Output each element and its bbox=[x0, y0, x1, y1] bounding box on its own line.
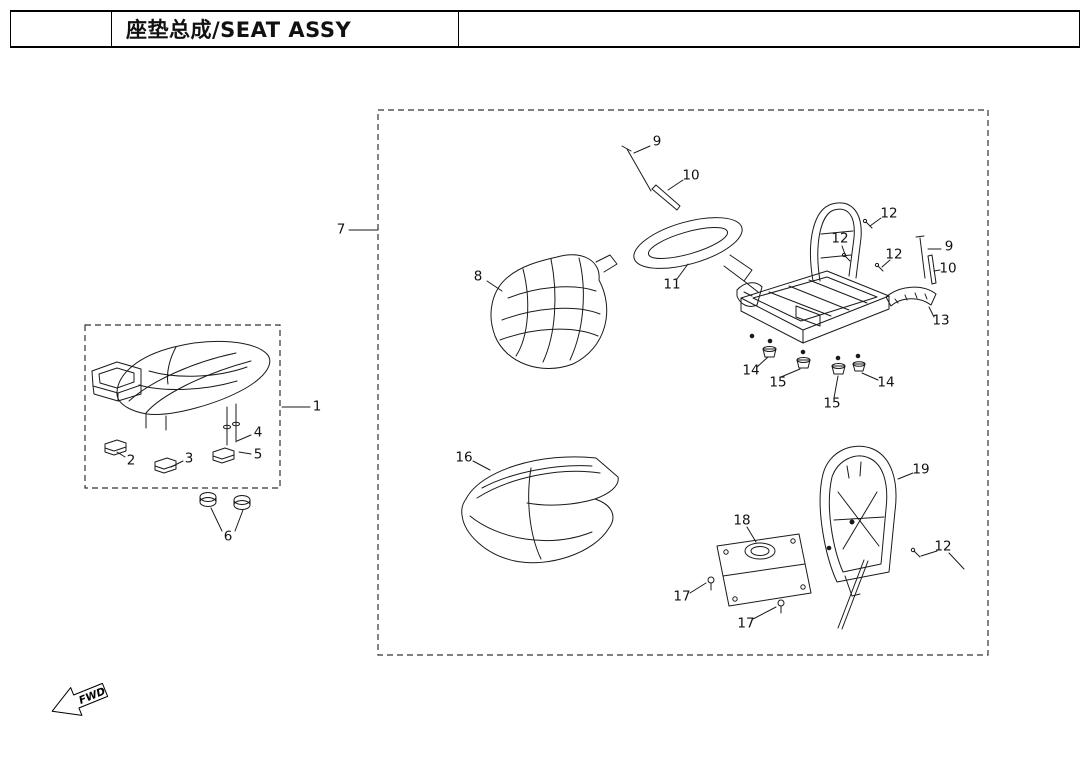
bracket-plate-drawing bbox=[716, 533, 812, 607]
bolt-drawing-right bbox=[915, 235, 937, 285]
callout-3: 3 bbox=[184, 450, 194, 467]
header-band: 座垫总成/SEAT ASSY bbox=[10, 10, 1080, 48]
callout-15: 15 bbox=[823, 395, 841, 412]
callout-2: 2 bbox=[126, 452, 136, 469]
callout-10: 10 bbox=[939, 260, 957, 277]
callout-7: 7 bbox=[336, 221, 346, 238]
seat-fasteners-drawing bbox=[104, 421, 251, 510]
callout-4: 4 bbox=[253, 424, 263, 441]
callout-12: 12 bbox=[880, 205, 898, 222]
callout-9: 9 bbox=[652, 133, 662, 150]
callout-14: 14 bbox=[877, 374, 895, 391]
backrest-frame-drawing bbox=[819, 445, 897, 630]
main-group-dashed-box bbox=[377, 109, 989, 656]
callout-1: 1 bbox=[312, 398, 322, 415]
seat-frame-drawing bbox=[736, 202, 890, 375]
callout-19: 19 bbox=[912, 461, 930, 478]
grab-handle-drawing bbox=[633, 217, 759, 293]
callout-12: 12 bbox=[831, 230, 849, 247]
callout-13: 13 bbox=[932, 312, 950, 329]
backrest-cushion-drawing bbox=[490, 254, 618, 369]
callout-12: 12 bbox=[934, 538, 952, 555]
bolt-drawing-top bbox=[621, 145, 681, 211]
fwd-arrow: FWD bbox=[51, 682, 109, 716]
seat-cover-drawing bbox=[461, 456, 619, 564]
callout-10: 10 bbox=[682, 167, 700, 184]
callout-17: 17 bbox=[673, 588, 691, 605]
callout-16: 16 bbox=[455, 449, 473, 466]
callout-14: 14 bbox=[742, 362, 760, 379]
callout-18: 18 bbox=[733, 512, 751, 529]
callout-12: 12 bbox=[885, 246, 903, 263]
page-title: 座垫总成/SEAT ASSY bbox=[126, 18, 352, 42]
callout-5: 5 bbox=[253, 446, 263, 463]
title-cell: 座垫总成/SEAT ASSY bbox=[111, 12, 459, 46]
callout-15: 15 bbox=[769, 374, 787, 391]
callout-17: 17 bbox=[737, 615, 755, 632]
seat-group-dashed-box bbox=[84, 324, 281, 489]
callout-9: 9 bbox=[944, 238, 954, 255]
side-rail-drawing bbox=[885, 286, 937, 307]
callout-8: 8 bbox=[473, 268, 483, 285]
screw-17-drawing bbox=[707, 576, 785, 614]
leader-lines bbox=[116, 145, 965, 620]
callout-11: 11 bbox=[663, 276, 681, 293]
seat-cushion-drawing bbox=[91, 340, 271, 431]
screw-12-bottom-drawing bbox=[910, 547, 921, 558]
callout-6: 6 bbox=[223, 528, 233, 545]
